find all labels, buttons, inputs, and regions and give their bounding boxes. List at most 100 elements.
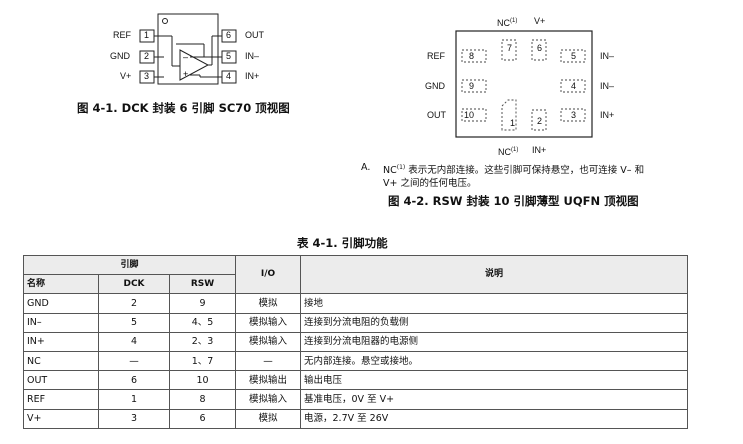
pin-num-2: 2 (144, 51, 150, 61)
cell-desc: 基准电压，0V 至 V+ (300, 389, 688, 410)
header-pin: 引脚 (23, 254, 236, 276)
cell-dck: 2 (98, 293, 170, 314)
pad-num-8: 8 (469, 51, 475, 61)
left-label-ref: REF (427, 51, 445, 61)
pad-num-7: 7 (507, 43, 513, 53)
uqfn-body (455, 30, 593, 138)
cell-io: 模拟输入 (235, 331, 301, 352)
pin-num-6: 6 (226, 30, 232, 40)
cell-io: 模拟 (235, 408, 301, 429)
table-row: IN+ 4 2、3 模拟输入 连接到分流电阻器的电源侧 (23, 331, 688, 352)
cell-dck: 4 (98, 331, 170, 352)
cell-rsw: 6 (169, 408, 236, 429)
cell-rsw: 8 (169, 389, 236, 410)
pad-10 (461, 108, 487, 122)
cell-name: NC (23, 350, 99, 372)
table-row: NC — 1、7 — 无内部连接。悬空或接地。 (23, 350, 688, 372)
cell-io: 模拟 (235, 293, 301, 314)
pin-num-4: 4 (226, 71, 232, 81)
cell-rsw: 1、7 (169, 350, 236, 372)
opamp-plus: + (183, 69, 188, 79)
fig1-caption: 图 4-1. DCK 封装 6 引脚 SC70 顶视图 (77, 101, 290, 115)
header-name: 名称 (23, 274, 99, 295)
pad-num-1: 1 (510, 118, 516, 128)
right-label-inminus-2: IN– (600, 81, 615, 91)
cell-io: 模拟输入 (235, 389, 301, 410)
right-label-inminus-1: IN– (600, 51, 615, 61)
opamp-minus: – (183, 52, 188, 62)
fig1-package-svg: – + (139, 13, 237, 85)
cell-name: IN+ (23, 331, 99, 352)
cell-name: IN– (23, 312, 99, 333)
pad-3 (560, 108, 586, 122)
pad-6 (531, 39, 547, 61)
header-io: I/O (235, 254, 301, 295)
pin-label-out: OUT (245, 30, 264, 40)
header-rsw: RSW (169, 274, 236, 295)
pad-1 (501, 99, 517, 131)
table-row: REF 1 8 模拟输入 基准电压，0V 至 V+ (23, 389, 688, 410)
pin-num-5: 5 (226, 51, 232, 61)
table-row: OUT 6 10 模拟输出 输出电压 (23, 370, 688, 391)
cell-dck: 5 (98, 312, 170, 333)
pad-num-10: 10 (464, 110, 475, 120)
pad-num-4: 4 (571, 81, 577, 91)
pad-2 (531, 109, 547, 131)
left-label-gnd: GND (425, 81, 445, 91)
table-row: GND 2 9 模拟 接地 (23, 293, 688, 314)
right-label-inplus: IN+ (600, 110, 615, 120)
header-desc: 说明 (300, 254, 688, 295)
table-header-row-2: 名称 DCK RSW (23, 274, 688, 295)
cell-name: GND (23, 293, 99, 314)
bottom-inplus-label: IN+ (532, 145, 547, 155)
pad-num-3: 3 (571, 110, 577, 120)
bottom-nc-label: NC(1) (498, 147, 519, 157)
pin-label-inplus: IN+ (245, 71, 260, 81)
cell-rsw: 4、5 (169, 312, 236, 333)
pad-8 (461, 49, 487, 63)
cell-desc: 无内部连接。悬空或接地。 (300, 350, 688, 372)
cell-desc: 连接到分流电阻的负载侧 (300, 312, 688, 333)
pin-label-vplus: V+ (120, 71, 132, 81)
cell-rsw: 2、3 (169, 331, 236, 352)
cell-desc: 接地 (300, 293, 688, 314)
pad-5 (560, 49, 586, 63)
note-line-2: V+ 之间的任何电压。 (383, 178, 477, 189)
pin-num-1: 1 (144, 30, 150, 40)
left-label-out: OUT (427, 110, 446, 120)
pin-num-3: 3 (144, 71, 150, 81)
note-line-1: NC(1) 表示无内部连接。这些引脚可保持悬空，也可连接 V– 和 (383, 164, 645, 177)
cell-desc: 电源，2.7V 至 26V (300, 408, 688, 429)
table-row: IN– 5 4、5 模拟输入 连接到分流电阻的负载侧 (23, 312, 688, 333)
table-header-row-1: 引脚 I/O 说明 (23, 254, 688, 295)
cell-name: OUT (23, 370, 99, 391)
table-title: 表 4-1. 引脚功能 (297, 236, 388, 250)
table-row: V+ 3 6 模拟 电源，2.7V 至 26V (23, 408, 688, 429)
pin1-marker (162, 18, 168, 24)
pad-7 (501, 39, 517, 61)
fig2-package-svg (455, 30, 593, 138)
pin-label-gnd: GND (110, 51, 130, 61)
pin-label-ref: REF (113, 30, 131, 40)
pin-label-inminus: IN– (245, 51, 260, 61)
pad-num-5: 5 (571, 51, 577, 61)
cell-io: 模拟输入 (235, 312, 301, 333)
cell-name: REF (23, 389, 99, 410)
cell-dck: — (98, 350, 170, 372)
pad-num-6: 6 (537, 43, 543, 53)
cell-dck: 1 (98, 389, 170, 410)
cell-desc: 输出电压 (300, 370, 688, 391)
cell-dck: 3 (98, 408, 170, 429)
top-vplus-label: V+ (534, 16, 546, 26)
cell-io: 模拟输出 (235, 370, 301, 391)
cell-io: — (235, 350, 301, 372)
cell-rsw: 9 (169, 293, 236, 314)
header-dck: DCK (98, 274, 170, 295)
cell-rsw: 10 (169, 370, 236, 391)
top-nc-label: NC(1) (497, 18, 518, 28)
pin-function-table: 引脚 I/O 说明 名称 DCK RSW GND 2 9 模拟 接地 IN– 5… (23, 254, 688, 429)
pad-4 (560, 79, 586, 93)
cell-dck: 6 (98, 370, 170, 391)
pad-num-9: 9 (469, 81, 475, 91)
cell-desc: 连接到分流电阻器的电源侧 (300, 331, 688, 352)
